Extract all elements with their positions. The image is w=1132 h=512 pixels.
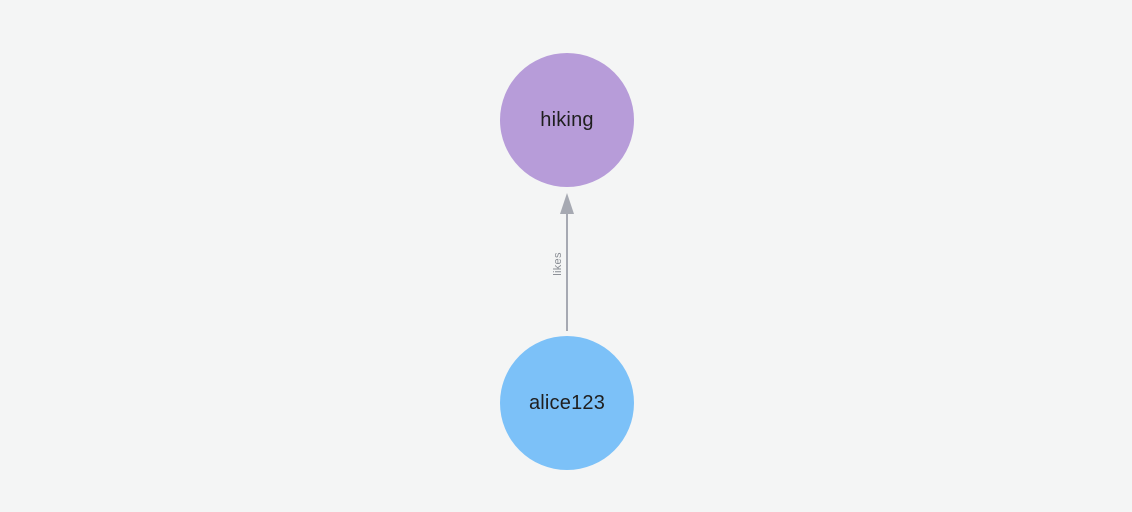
- node-alice123[interactable]: alice123: [500, 336, 634, 470]
- node-hiking-label: hiking: [540, 108, 594, 131]
- arrowhead-up-icon: [559, 193, 574, 214]
- node-alice123-label: alice123: [528, 391, 606, 414]
- node-hiking[interactable]: hiking: [500, 53, 634, 187]
- edge-label-likes: likes: [552, 252, 564, 276]
- edge-alice123-likes-hiking-line[interactable]: [565, 212, 568, 331]
